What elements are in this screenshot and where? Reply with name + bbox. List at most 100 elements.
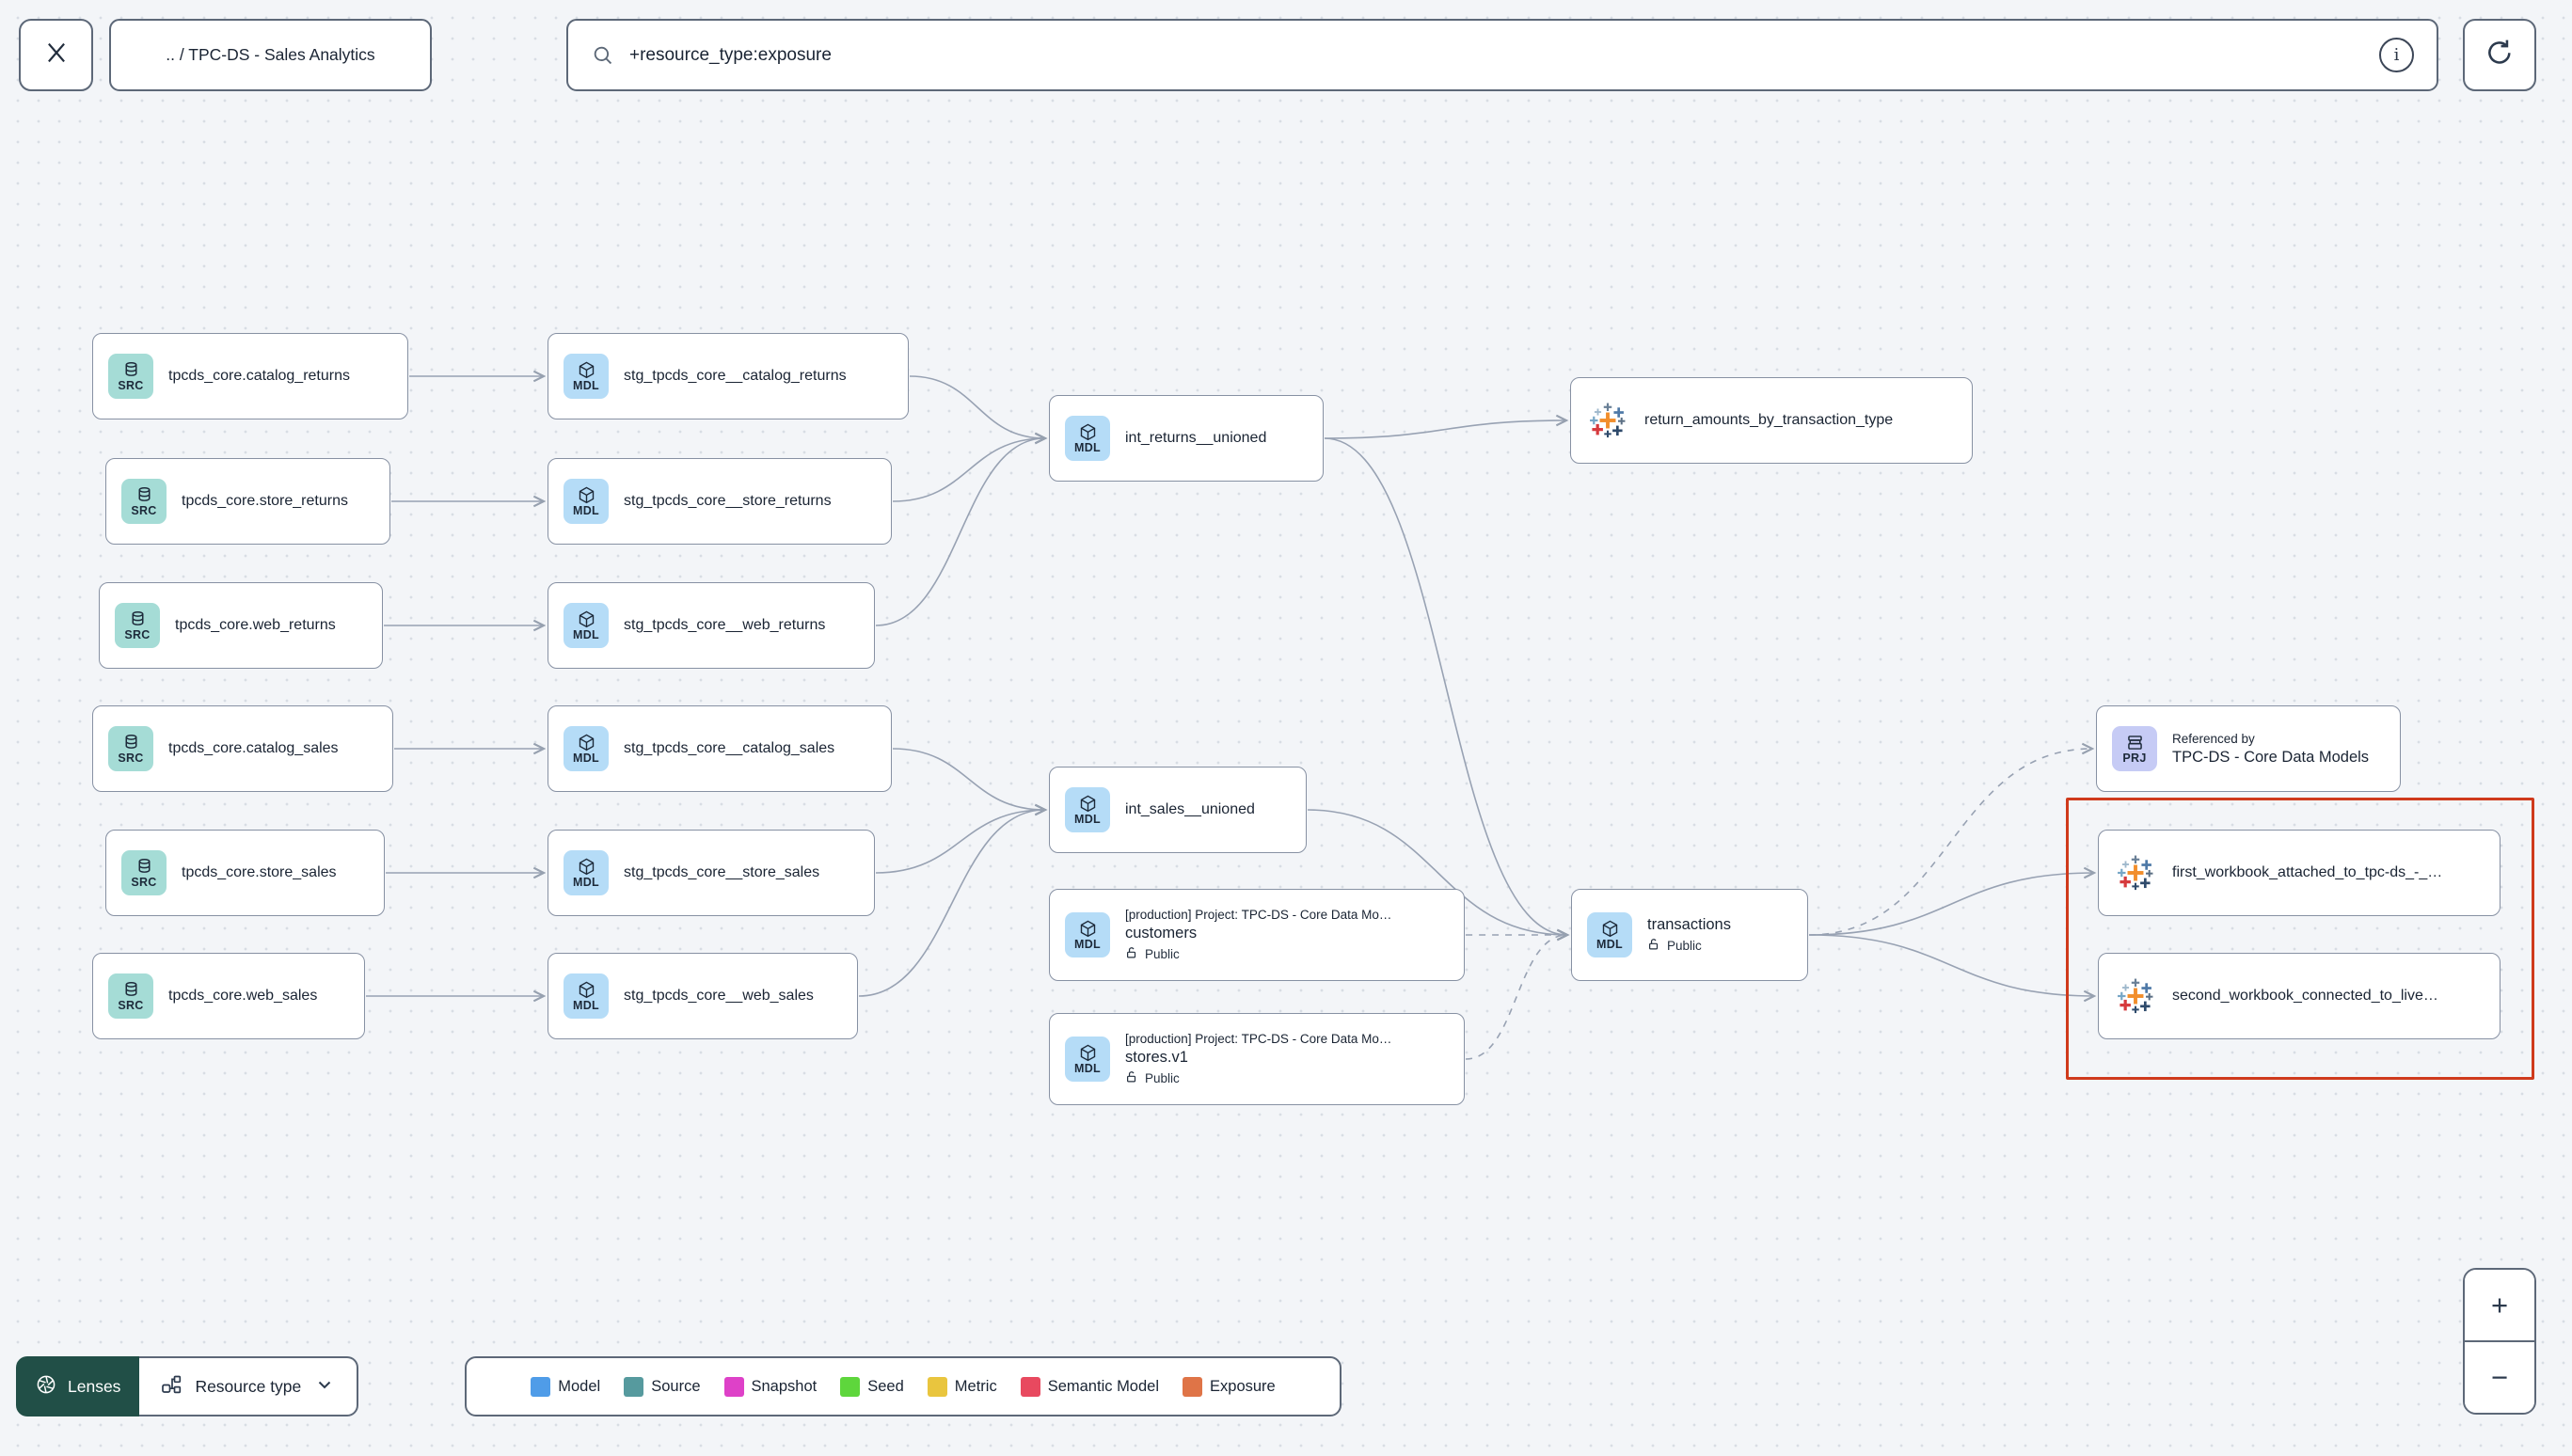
edge-stg_web_sales-to-int_sales	[858, 810, 1045, 997]
resource-badge: MDL	[564, 850, 609, 895]
zoom-in-button[interactable]: +	[2465, 1270, 2534, 1342]
badge-label: MDL	[573, 627, 599, 641]
database-icon	[121, 360, 141, 380]
graph-node-src_store_sales[interactable]: SRC tpcds_core.store_sales	[105, 830, 385, 916]
badge-label: MDL	[1596, 937, 1623, 951]
legend-swatch	[840, 1376, 861, 1397]
legend-swatch	[723, 1376, 744, 1397]
graph-node-customers[interactable]: MDL[production] Project: TPC-DS - Core D…	[1049, 889, 1465, 981]
resource-badge: SRC	[121, 479, 167, 524]
search-input[interactable]: +resource_type:exposure i	[566, 19, 2438, 91]
model-cube-icon	[1078, 1043, 1098, 1063]
graph-node-src_web_returns[interactable]: SRC tpcds_core.web_returns	[99, 582, 383, 669]
node-label: stg_tpcds_core__catalog_returns	[624, 368, 847, 384]
model-cube-icon	[577, 609, 596, 629]
node-label: customers	[1125, 925, 1198, 942]
model-cube-icon	[577, 360, 596, 380]
zoom-out-button[interactable]: −	[2465, 1342, 2534, 1413]
edge-stg_web_returns-to-int_returns	[875, 438, 1045, 626]
legend-item-seed: Seed	[840, 1376, 904, 1397]
breadcrumb[interactable]: .. / TPC-DS - Sales Analytics	[109, 19, 432, 91]
refresh-button[interactable]	[2463, 19, 2536, 91]
badge-label: SRC	[118, 378, 144, 392]
edge-stg_store_sales-to-int_sales	[875, 810, 1045, 874]
model-cube-icon	[1600, 919, 1620, 939]
legend-swatch	[1020, 1376, 1040, 1397]
resource-badge: MDL	[564, 973, 609, 1019]
graph-node-stg_web_sales[interactable]: MDL stg_tpcds_core__web_sales	[548, 953, 858, 1039]
resource-badge: SRC	[108, 726, 153, 771]
resource-badge: MDL	[564, 479, 609, 524]
legend-item-exposure: Exposure	[1183, 1376, 1276, 1397]
legend-label: Exposure	[1210, 1377, 1276, 1395]
node-label: tpcds_core.store_sales	[182, 864, 337, 880]
node-label: stg_tpcds_core__store_sales	[624, 864, 820, 880]
node-label: transactions	[1647, 916, 1731, 933]
graph-node-src_catalog_returns[interactable]: SRC tpcds_core.catalog_returns	[92, 333, 408, 419]
zoom-controls: + −	[2463, 1268, 2536, 1415]
database-icon	[135, 485, 154, 505]
node-label: stg_tpcds_core__web_sales	[624, 988, 814, 1004]
lenses-button[interactable]: Lenses	[16, 1356, 140, 1416]
database-icon	[121, 980, 141, 1000]
badge-label: SRC	[118, 998, 144, 1012]
node-label: first_workbook_attached_to_tpc-ds_-_…	[2172, 864, 2443, 880]
legend-item-source: Source	[624, 1376, 701, 1397]
tableau-icon	[2114, 974, 2157, 1018]
legend-label: Source	[651, 1377, 701, 1395]
breadcrumb-label: .. / TPC-DS - Sales Analytics	[166, 45, 375, 64]
legend-swatch	[1183, 1376, 1203, 1397]
badge-label: MDL	[573, 503, 599, 517]
legend-item-metric: Metric	[927, 1376, 997, 1397]
node-subtitle: [production] Project: TPC-DS - Core Data…	[1125, 1032, 1392, 1046]
badge-label: MDL	[1074, 1061, 1101, 1075]
graph-node-wb_first[interactable]: first_workbook_attached_to_tpc-ds_-_…	[2098, 830, 2501, 916]
close-button[interactable]	[19, 19, 93, 91]
badge-label: SRC	[131, 875, 157, 889]
badge-label: MDL	[573, 998, 599, 1012]
node-label: tpcds_core.web_sales	[168, 988, 318, 1004]
graph-node-stores[interactable]: MDL [production] Project: TPC-DS - Core D…	[1049, 1013, 1465, 1105]
model-cube-icon	[577, 857, 596, 877]
resource-badge: MDL	[564, 726, 609, 771]
legend-label: Model	[558, 1377, 601, 1395]
node-label: tpcds_core.web_returns	[175, 617, 336, 633]
resource-badge: MDL	[1587, 912, 1632, 957]
node-subtitle: [production] Project: TPC-DS - Core Data…	[1125, 908, 1392, 922]
badge-label: SRC	[118, 751, 144, 765]
graph-node-src_web_sales[interactable]: SRC tpcds_core.web_sales	[92, 953, 365, 1039]
graph-node-exp_return_amounts[interactable]: return_amounts_by_transaction_type	[1570, 377, 1973, 464]
node-label: return_amounts_by_transaction_type	[1644, 412, 1894, 428]
graph-node-stg_store_sales[interactable]: MDL stg_tpcds_core__store_sales	[548, 830, 875, 916]
info-icon[interactable]: i	[2379, 38, 2414, 72]
model-cube-icon	[577, 980, 596, 1000]
resource-type-dropdown[interactable]: Resource type	[139, 1356, 359, 1416]
graph-node-wb_second[interactable]: second_workbook_connected_to_live…	[2098, 953, 2501, 1039]
badge-label: SRC	[131, 503, 157, 517]
edge-int_returns-to-transactions	[1324, 437, 1567, 935]
database-icon	[128, 609, 148, 629]
resource-badge: SRC	[115, 603, 160, 648]
resource-badge: MDL	[564, 603, 609, 648]
search-icon	[594, 46, 612, 64]
badge-label: MDL	[1074, 812, 1101, 826]
resource-badge: PRJ	[2112, 726, 2157, 771]
edge-stg_catalog_sales-to-int_sales	[892, 748, 1045, 810]
resource-badge: MDL	[1065, 1037, 1110, 1082]
tableau-icon	[1586, 399, 1629, 442]
node-label: int_returns__unioned	[1125, 430, 1267, 446]
node-label: tpcds_core.catalog_returns	[168, 368, 350, 384]
legend-swatch	[624, 1376, 644, 1397]
